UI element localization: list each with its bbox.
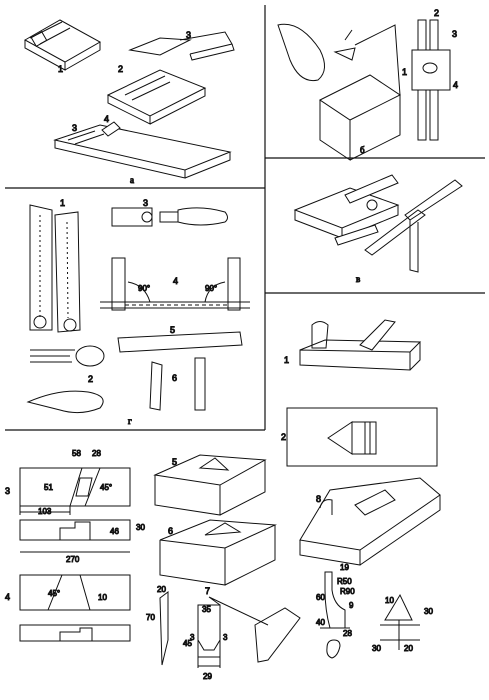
panel-b-label-3: 3 [452, 29, 457, 39]
panel-b-label-4: 4 [453, 80, 458, 90]
block-label-6: 6 [168, 526, 173, 536]
panel-b-label-2: 2 [434, 8, 439, 18]
blocks-drawing [153, 454, 441, 586]
bevel-4-dim-45: 45° [48, 589, 60, 598]
blade-7-dim-70: 70 [146, 613, 155, 622]
panel-g-label-5: 5 [170, 325, 175, 335]
chisel-dim-r90: R90 [340, 587, 355, 596]
cutter-dim-30b: 30 [372, 644, 381, 653]
blade-7-dim-20: 20 [157, 585, 166, 594]
blade-7-label: 7 [205, 586, 210, 596]
panel-a-drawing [23, 19, 235, 179]
chisel-dim-40: 40 [316, 618, 325, 627]
chisel-dim-60: 60 [316, 593, 325, 602]
bevel-3-dim-46: 46 [110, 527, 119, 536]
panel-b-caption: б [360, 145, 365, 155]
panel-g-label-6: 6 [172, 373, 177, 383]
plane-drawing [286, 319, 438, 467]
bevel-3-dim-270: 270 [66, 555, 80, 564]
plane-label-2: 2 [281, 432, 286, 442]
cutter-dim-10: 10 [385, 596, 394, 605]
bevel-3-drawing [19, 467, 131, 553]
bevel-4-drawing [19, 574, 131, 642]
panel-a-label-1: 1 [58, 64, 63, 74]
panel-a-caption: а [130, 175, 134, 185]
bevel-4-label: 4 [5, 592, 10, 602]
bevel-3-dim-45: 45° [100, 483, 112, 492]
blade-7-drawing [159, 591, 301, 668]
block-label-5: 5 [172, 457, 177, 467]
cutter-dim-30a: 30 [424, 607, 433, 616]
panel-v-caption: в [356, 274, 360, 284]
panel-a-label-3b: 3 [72, 123, 77, 133]
chisel-dim-28: 28 [343, 629, 352, 638]
chisel-profile-drawing [320, 571, 350, 659]
bevel-3-dim-28: 28 [92, 449, 101, 458]
panel-a-label-3a: 3 [186, 30, 191, 40]
block-label-8: 8 [316, 494, 321, 504]
chisel-dim-19: 19 [340, 563, 349, 572]
panel-g-caption: г [128, 416, 132, 426]
panel-g-angle-left: 90° [138, 284, 150, 293]
bevel-3-dim-103: 103 [38, 507, 52, 516]
bevel-3-dim-30: 30 [136, 523, 145, 532]
panel-g-label-3: 3 [143, 198, 148, 208]
blade-7-dim-35: 35 [202, 605, 211, 614]
panel-v-drawing [293, 174, 463, 273]
panel-b-label-1: 1 [402, 67, 407, 77]
panel-a-label-4: 4 [104, 114, 109, 124]
bevel-3-dim-58: 58 [72, 449, 81, 458]
panel-g-label-1: 1 [60, 198, 65, 208]
panel-g-label-2: 2 [88, 374, 93, 384]
blade-7-dim-3b: 3 [223, 633, 228, 642]
blade-7-dim-3a: 3 [190, 633, 195, 642]
blade-7-dim-45: 45 [183, 639, 192, 648]
bevel-4-dim-10: 10 [98, 593, 107, 602]
panel-g-label-4: 4 [173, 276, 178, 286]
plane-label-1: 1 [284, 355, 289, 365]
cutter-profile-drawing [380, 593, 420, 650]
panel-g-angle-right: 90° [205, 284, 217, 293]
cutter-dim-20: 20 [404, 644, 413, 653]
panel-b-drawing [277, 19, 451, 161]
blade-7-dim-29: 29 [203, 672, 212, 681]
bevel-3-dim-51: 51 [44, 483, 53, 492]
chisel-dim-r50: R50 [337, 577, 352, 586]
panel-g-drawing [26, 204, 250, 414]
panel-a-label-2: 2 [118, 64, 123, 74]
bevel-3-label: 3 [5, 486, 10, 496]
chisel-dim-9: 9 [349, 601, 354, 610]
